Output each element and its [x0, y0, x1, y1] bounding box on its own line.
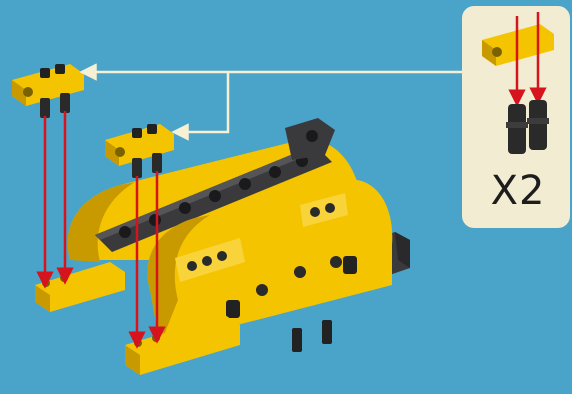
- beam-with-pins-part-2: [105, 124, 174, 178]
- beam-hole: [269, 166, 281, 178]
- beam-with-pins-part-1: [12, 64, 84, 118]
- beam-hole: [149, 214, 161, 226]
- beam-hole: [239, 178, 251, 190]
- body-hole: [256, 284, 268, 296]
- beam-hole: [179, 202, 191, 214]
- left-lower-beam: [35, 262, 125, 312]
- body-hole: [294, 266, 306, 278]
- callout-pin-right: [527, 100, 549, 150]
- body-hole: [330, 256, 342, 268]
- quantity-label: X2: [470, 168, 566, 214]
- main-model-assembly: [35, 118, 410, 375]
- leader-lines: [88, 72, 462, 132]
- beam-hole: [119, 226, 131, 238]
- beam-hole: [209, 190, 221, 202]
- callout-pin-left: [506, 104, 528, 154]
